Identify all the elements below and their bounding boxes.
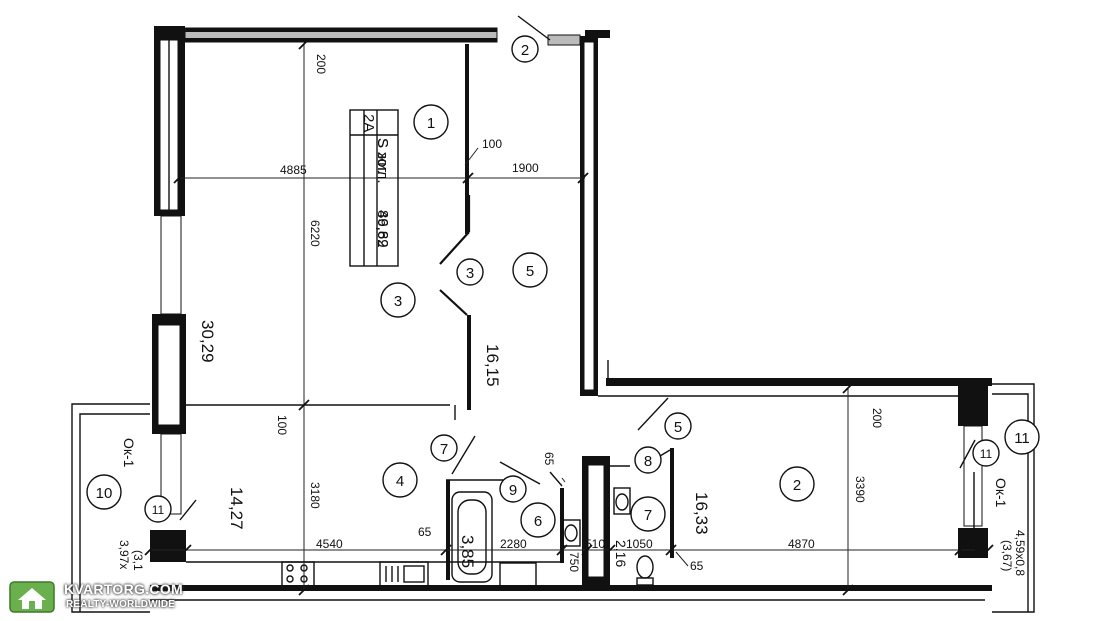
room-number-6: 6	[534, 513, 542, 530]
room-number-markers: 1 2 3 3 5 7 4 9 6 5 8 7 2 11 11 10 11	[86, 35, 1040, 538]
room-number-4: 4	[396, 473, 404, 490]
dim-65-right: 65	[690, 559, 704, 573]
dim-4885: 4885	[280, 163, 307, 177]
dim-65-left: 65	[418, 525, 432, 539]
room-number-3-small: 3	[466, 265, 474, 282]
room-number-11-left: 11	[152, 503, 165, 517]
living-area-label: S жил.	[374, 138, 391, 184]
doors	[179, 15, 976, 521]
living-area-value: 46,62	[374, 210, 391, 248]
dim-510-right: 510	[960, 537, 980, 551]
room-number-10: 10	[96, 485, 113, 502]
total-area-value: 89,89	[374, 210, 391, 248]
room-number-2-top: 2	[521, 42, 529, 59]
dim-750: 750	[567, 552, 581, 572]
room-number-5: 5	[526, 263, 534, 280]
balcony-left-area: (3,1	[131, 550, 145, 571]
dim-2280: 2280	[500, 537, 527, 551]
area-bedroom: 16,33	[692, 492, 711, 535]
house-logo-icon	[9, 581, 55, 613]
room-number-1: 1	[427, 115, 435, 132]
dim-4540: 4540	[316, 537, 343, 551]
total-area-label: S зог.	[374, 138, 391, 175]
dim-1900: 1900	[512, 161, 539, 175]
room-number-7: 7	[644, 507, 652, 524]
room-areas: 30,29 16,15 14,27 16,33 3,85 2,16	[198, 320, 711, 568]
window-label-left: Ок-1	[121, 438, 137, 468]
balcony-right-area: (3,67)	[1000, 540, 1014, 571]
apartment-type: 2А	[360, 114, 377, 132]
dimension-lines	[144, 38, 994, 596]
dim-65-mid: 65	[542, 452, 556, 466]
dim-1050: 1050	[626, 537, 653, 551]
balcony-right-size: 4,59x0,8	[1013, 530, 1027, 576]
area-living-room: 30,29	[198, 320, 217, 363]
area-wc: 2,16	[613, 540, 629, 567]
dim-200-top: 200	[314, 54, 328, 74]
area-hall: 16,15	[483, 344, 502, 387]
dim-510-mid: 510	[585, 537, 605, 551]
dim-100-mid: 100	[275, 415, 289, 435]
dimension-values: 4885 100 1900 200 6220 100 3180 65 65 65…	[157, 54, 980, 573]
balcony-left-size: 3,97x	[117, 540, 131, 569]
area-bath: 3,85	[458, 535, 477, 568]
watermark: KVARTORG.COM REALTY-WORLDWIDE	[8, 578, 183, 616]
window-and-balcony-labels: Ок-1 Ок-1 3,97x (3,1 4,59x0,8 (3,67)	[117, 438, 1027, 576]
area-kitchen: 14,27	[227, 487, 246, 530]
room-number-8: 8	[644, 453, 652, 470]
room-number-11-balcony: 11	[1014, 430, 1030, 447]
dim-200-right: 200	[870, 408, 884, 428]
watermark-tagline: REALTY-WORLDWIDE	[66, 599, 176, 610]
room-number-3: 3	[394, 293, 402, 310]
room-number-2: 2	[793, 477, 801, 494]
walls	[71, 26, 1035, 613]
dim-3180: 3180	[308, 482, 322, 509]
dim-510-left: 510	[157, 537, 177, 551]
watermark-brand: KVARTORG.COM	[64, 581, 183, 597]
window-label-right: Ок-1	[993, 478, 1009, 508]
room-number-7-hall: 7	[440, 441, 448, 458]
apartment-info-box: 2А S жил. 46,62 S зог. 89,89	[349, 109, 399, 267]
room-number-5-right: 5	[674, 419, 682, 436]
room-number-9: 9	[509, 482, 517, 499]
dim-3390: 3390	[853, 476, 867, 503]
dim-4870: 4870	[788, 537, 815, 551]
dim-6220: 6220	[308, 220, 322, 247]
room-number-11-right-door: 11	[980, 447, 993, 461]
dim-100-top: 100	[482, 137, 502, 151]
